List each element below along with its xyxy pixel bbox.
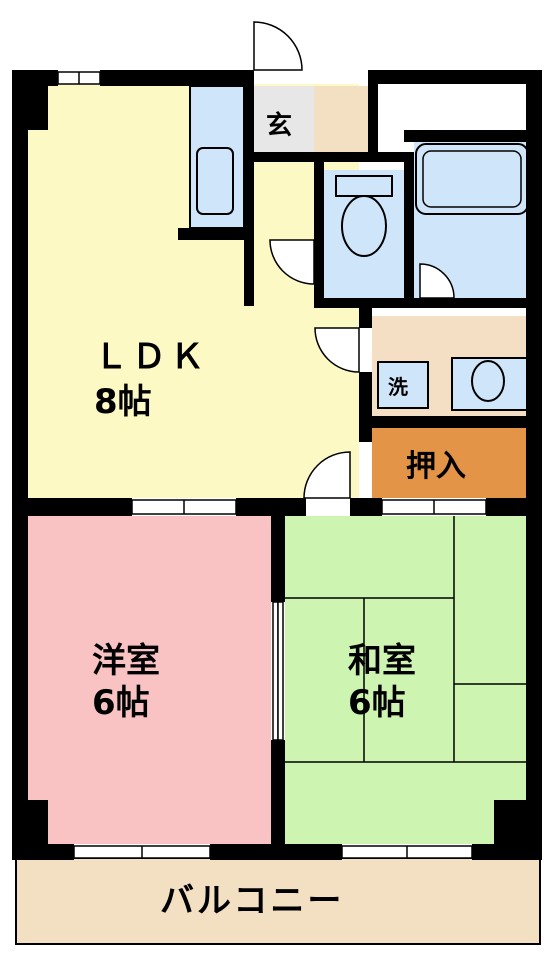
bathtub-inner <box>422 150 522 208</box>
bathtub <box>415 143 529 215</box>
walls <box>12 70 542 860</box>
toilet-tank <box>335 175 393 197</box>
closet-label: 押入 <box>406 449 466 484</box>
door-toilet <box>269 239 315 285</box>
japanese-size: 6帖 <box>348 683 406 723</box>
front-door <box>253 21 303 71</box>
door-washroom <box>314 327 360 373</box>
toilet-bowl <box>341 195 387 257</box>
entrance-tile <box>254 86 314 152</box>
window-mullions <box>78 72 435 858</box>
western-name: 洋室 <box>92 641 160 681</box>
ldk-name: ＬＤＫ <box>94 337 208 377</box>
washer-label: 洗 <box>388 375 408 399</box>
closet-area <box>372 428 532 498</box>
western-room-area <box>27 516 271 844</box>
balcony-label: バルコニー <box>160 881 344 921</box>
ldk-size: 8帖 <box>94 382 152 422</box>
balcony-area <box>16 858 540 944</box>
kitchen-sink <box>196 147 234 215</box>
sliding-door <box>272 601 284 741</box>
western-size: 6帖 <box>92 683 150 723</box>
japanese-room-area <box>285 516 531 844</box>
washer-box <box>377 361 429 409</box>
entrance-label: 玄 <box>266 110 292 141</box>
door-swings <box>253 21 455 499</box>
washbasin-bowl <box>471 360 505 402</box>
door-japanese <box>303 451 351 499</box>
japanese-name: 和室 <box>348 641 416 681</box>
door-bath <box>419 263 455 299</box>
tatami-lines <box>285 516 531 763</box>
